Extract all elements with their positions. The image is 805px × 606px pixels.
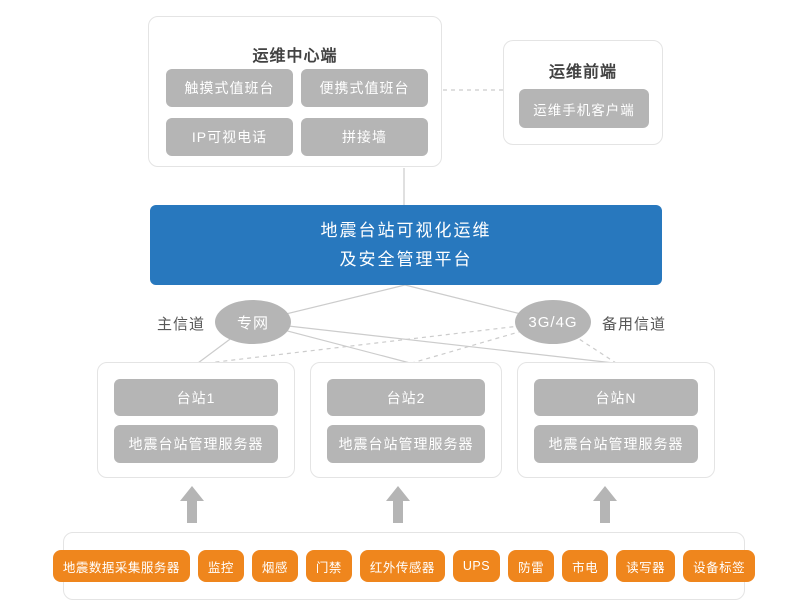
devices-panel: 地震数据采集服务器 监控 烟感 门禁 红外传感器 UPS 防雷 市电 读写器 设… (52, 532, 756, 600)
arrow-up-icon (593, 486, 617, 523)
device-ups: UPS (452, 550, 501, 582)
node-video-wall: 拼接墙 (301, 118, 428, 156)
ops-center-title: 运维中心端 (252, 48, 338, 65)
node-portable-duty-console: 便携式值班台 (301, 69, 428, 107)
node-mobile-client: 运维手机客户端 (519, 89, 649, 128)
device-lightning-protection: 防雷 (508, 550, 555, 582)
device-access-control: 门禁 (305, 550, 352, 582)
platform-node: 地震台站可视化运维 及安全管理平台 (150, 205, 662, 285)
device-monitoring: 监控 (197, 550, 244, 582)
device-smoke-sensor: 烟感 (251, 550, 298, 582)
station-1-server: 地震台站管理服务器 (114, 425, 278, 463)
station-1-name: 台站1 (114, 379, 278, 416)
ops-frontend-title: 运维前端 (548, 64, 617, 81)
platform-title-line2: 及安全管理平台 (339, 250, 473, 269)
arrow-up-icons (180, 486, 617, 523)
station-2-server: 地震台站管理服务器 (327, 425, 485, 463)
station-1-panel: 台站1 地震台站管理服务器 (97, 362, 295, 478)
device-rfid-reader: 读写器 (616, 550, 676, 582)
node-touch-duty-console: 触摸式值班台 (166, 69, 293, 107)
devices-row: 地震数据采集服务器 监控 烟感 门禁 红外传感器 UPS 防雷 市电 读写器 设… (52, 533, 756, 599)
arrow-up-icon (386, 486, 410, 523)
station-n-name: 台站N (534, 379, 698, 416)
device-seismic-data-server: 地震数据采集服务器 (52, 550, 190, 582)
primary-channel-label: 主信道 (157, 316, 206, 333)
ops-center-panel: 运维中心端 触摸式值班台 便携式值班台 IP可视电话 拼接墙 (148, 16, 442, 167)
station-2-name: 台站2 (327, 379, 485, 416)
node-ip-video-phone: IP可视电话 (166, 118, 293, 156)
cellular-network-node: 3G/4G (515, 300, 591, 344)
station-n-server: 地震台站管理服务器 (534, 425, 698, 463)
station-2-panel: 台站2 地震台站管理服务器 (310, 362, 502, 478)
device-infrared-sensor: 红外传感器 (359, 550, 445, 582)
device-mains-power: 市电 (562, 550, 609, 582)
ops-frontend-panel: 运维前端 运维手机客户端 (503, 40, 663, 145)
station-n-panel: 台站N 地震台站管理服务器 (517, 362, 715, 478)
backup-channel-label: 备用信道 (602, 316, 667, 333)
private-network-node: 专网 (215, 300, 291, 344)
device-equipment-tag: 设备标签 (683, 550, 756, 582)
arrow-up-icon (180, 486, 204, 523)
platform-title-line1: 地震台站可视化运维 (320, 221, 492, 240)
